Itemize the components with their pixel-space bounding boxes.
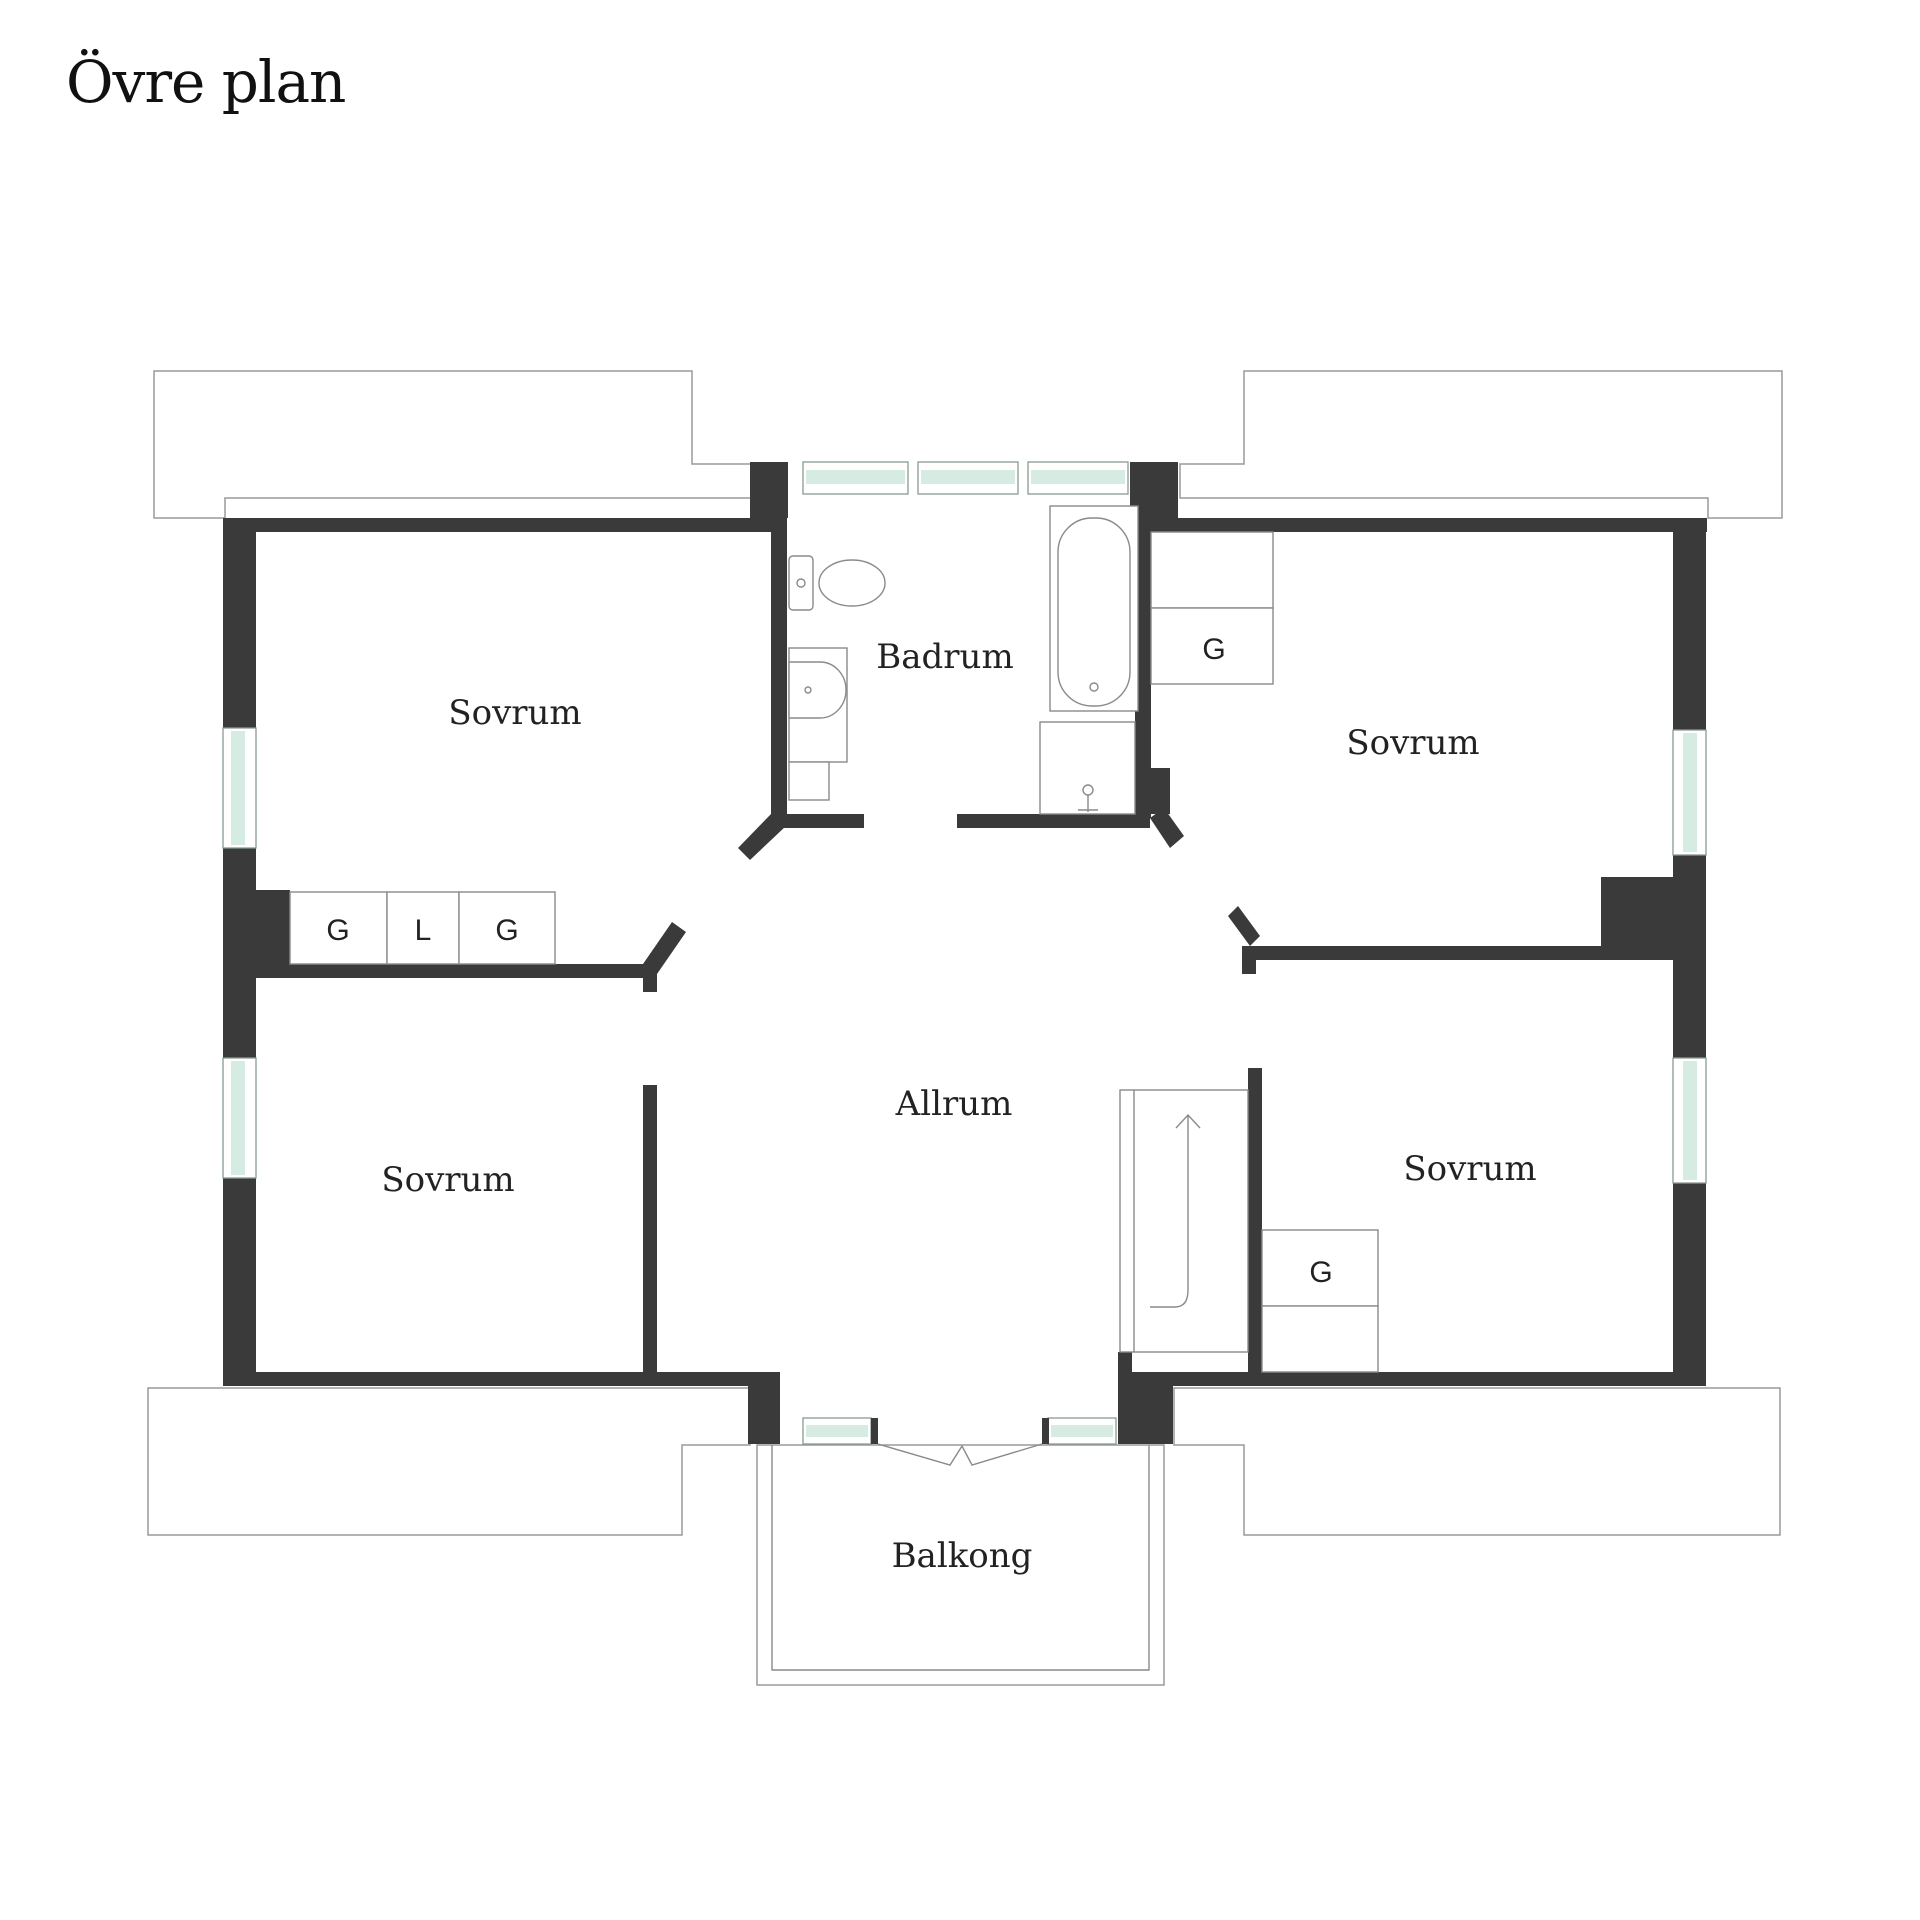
label-balcony: Balkong: [892, 1536, 1033, 1576]
window-balcony-right: [1042, 1417, 1117, 1445]
wall-diag-right: [1228, 906, 1260, 946]
wall-bottom-left: [223, 1372, 779, 1386]
wall-bath-bottom-left: [771, 814, 864, 828]
wardrobe-left-2: [386, 891, 460, 965]
wall-bottom-right-block: [1118, 1372, 1173, 1444]
stair-arrow-icon: [1150, 1113, 1201, 1308]
label-storage-left-1: G: [326, 914, 349, 947]
label-storage-top-right: G: [1202, 633, 1225, 666]
bathroom-fixtures: [788, 505, 1139, 815]
window-balcony-left: [802, 1417, 878, 1445]
wall-bottom-right-inner: [1248, 1068, 1262, 1375]
wall-right-mid-block: [1601, 877, 1681, 959]
wall-right-divider-jamb: [1242, 946, 1256, 974]
windows: [222, 461, 1707, 1466]
stair-well: [1119, 1089, 1249, 1353]
shower-icon: [1039, 721, 1136, 815]
label-bedroom-bottom-right: Sovrum: [1403, 1149, 1536, 1189]
storage: [289, 531, 1379, 1373]
wardrobe-top-right: [1150, 607, 1274, 685]
roof-bottom-right: [1173, 1387, 1781, 1536]
wardrobe-bottom-right-lower: [1261, 1305, 1379, 1373]
label-family-room: Allrum: [895, 1084, 1013, 1124]
wall-right-divider: [1250, 946, 1680, 960]
balcony-rail: [771, 1445, 1150, 1671]
label-bedroom-top-left: Sovrum: [448, 693, 581, 733]
wall-bottom-left-inner: [643, 1085, 657, 1375]
wall-diag-top-right: [1150, 808, 1184, 848]
roof-top-left: [153, 370, 755, 519]
window-bath-3: [1027, 461, 1129, 495]
wall-bath-right-jamb: [1148, 768, 1170, 814]
labels: Sovrum Badrum Sovrum Sovrum Allrum Sovru…: [326, 633, 1536, 1576]
wall-bath-right: [1135, 498, 1151, 818]
plan-title: Övre plan: [66, 48, 346, 116]
balcony: [756, 1444, 1165, 1686]
roof-bottom-left: [147, 1387, 751, 1536]
wardrobe-left-3: [458, 891, 556, 965]
wall-top-left: [223, 518, 773, 532]
window-bath-1: [802, 461, 909, 495]
toilet-icon: [788, 555, 886, 611]
stairs: [1119, 1089, 1249, 1353]
wall-bath-left: [771, 498, 787, 818]
label-bedroom-bottom-left: Sovrum: [381, 1160, 514, 1200]
label-bedroom-top-right: Sovrum: [1346, 723, 1479, 763]
balcony-door: [877, 1443, 1043, 1466]
sink-icon: [788, 647, 848, 801]
roof-top-right: [1179, 370, 1783, 519]
window-right-top: [1672, 729, 1707, 856]
wall-bottom-left-block: [748, 1372, 780, 1444]
wall-top-right: [1147, 518, 1707, 532]
wardrobe-bottom-right: [1261, 1229, 1379, 1307]
wall-bottom-right: [1168, 1372, 1706, 1386]
walls: [223, 462, 1707, 1444]
label-storage-left-2: L: [415, 914, 432, 947]
label-storage-left-3: G: [495, 914, 518, 947]
bathtub-icon: [1049, 505, 1139, 712]
balcony-outer: [756, 1444, 1165, 1686]
wall-bath-bottom-right: [957, 814, 1150, 828]
window-left-bottom: [222, 1057, 257, 1179]
wall-left-mid-block: [223, 890, 290, 978]
wall-left-divider: [223, 964, 657, 978]
label-bathroom: Badrum: [876, 637, 1013, 677]
wall-diag-top-left: [738, 814, 786, 860]
window-left-top: [222, 727, 257, 849]
window-right-bottom: [1672, 1057, 1707, 1184]
wardrobe-top-right-upper: [1150, 531, 1274, 609]
window-bath-2: [917, 461, 1019, 495]
wall-bottom-right-jamb: [1118, 1352, 1132, 1374]
label-storage-bottom-right: G: [1309, 1256, 1332, 1289]
wall-diag-left: [643, 922, 686, 974]
